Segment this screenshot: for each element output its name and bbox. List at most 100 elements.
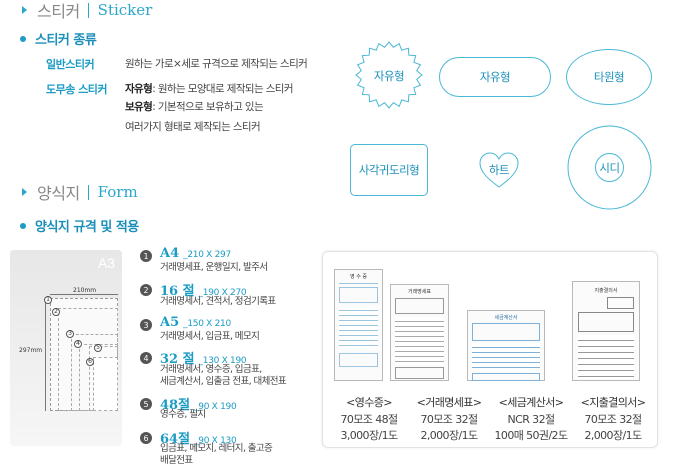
- free-term: 자유형: [125, 83, 153, 95]
- form-spec-qty: 100매 50권/2도: [494, 429, 569, 442]
- statement-form-image: 거래명세표: [390, 284, 449, 381]
- arrow-right-icon: [22, 188, 27, 196]
- size-use: 거래명세서, 영수증, 입금표,: [160, 364, 262, 375]
- a3-label: A3: [97, 255, 115, 271]
- size-num: 6: [140, 432, 152, 444]
- size-dim: 210 X 297: [187, 250, 231, 260]
- subtitle: 양식지 규격 및 적용: [35, 220, 139, 235]
- form-spec: 70모조 32절 2,000장/1도: [573, 412, 653, 444]
- form-caption: <지출결의서>: [580, 396, 646, 409]
- diagram-num-5: 5: [94, 344, 102, 352]
- heart-label: 하트: [488, 163, 510, 177]
- owned-desc-2: 여러가지 형태로 제작되는 스티커: [125, 121, 261, 133]
- oval-shape: 타원형: [566, 49, 652, 105]
- diagram-num-2: 2: [52, 308, 60, 316]
- form-spec-qty: 2,000장/1도: [420, 429, 478, 442]
- burst-shape: 자유형: [354, 40, 424, 110]
- form-caption: <세금계산서>: [498, 396, 564, 409]
- owned-desc: : 기본적으로 보유하고 있는: [152, 101, 263, 113]
- height-dimension-line: [45, 298, 46, 411]
- owned-term: 보유형: [125, 101, 153, 113]
- size-use: 세금계산서, 입출금 전표, 대체전표: [160, 376, 287, 387]
- form-spec-qty: 3,000장/1도: [340, 429, 398, 442]
- form-image-title: 지출결의서: [594, 288, 618, 294]
- size-use: 거래명세서, 견적서, 정검기록표: [160, 296, 276, 307]
- diagram-num-3: 3: [66, 330, 74, 338]
- form-section-header: 양식지 Form: [22, 180, 138, 204]
- general-sticker-desc: 원하는 가로×세로 규격으로 제작되는 스티커: [125, 58, 308, 70]
- form-image-title: 세금계산서: [494, 315, 518, 321]
- size-dim: 90 X 130: [198, 436, 237, 446]
- form-spec-paper: 70모조 32절: [584, 413, 642, 426]
- diagram-num-1: 1: [44, 296, 52, 304]
- size-use: 거래명세표, 운행일지, 발주서: [160, 262, 268, 273]
- size-dim: 90 X 190: [198, 402, 237, 412]
- form-spec-paper: 70모조 32절: [420, 413, 478, 426]
- height-label: 297mm: [19, 347, 43, 354]
- section-title-en: Sticker: [97, 1, 153, 19]
- cd-outline-icon: [567, 125, 652, 210]
- expense-form-image: 지출결의서: [572, 281, 640, 381]
- size-name: 16 절: [160, 284, 195, 299]
- paper-64: [93, 357, 118, 411]
- form-spec: NCR 32절 100매 50권/2도: [489, 412, 573, 444]
- size-num: 1: [140, 250, 152, 262]
- width-label: 210mm: [73, 287, 97, 294]
- diagram-num-4: 4: [74, 340, 82, 348]
- divider: [87, 2, 89, 18]
- size-dim: 190 X 270: [202, 288, 247, 298]
- domusong-owned-line: 보유형: 기본적으로 보유하고 있는: [125, 99, 264, 114]
- sticker-section-header: 스티커 Sticker: [22, 0, 152, 22]
- subtitle: 스티커 종류: [35, 33, 97, 48]
- size-dim: 130 X 190: [202, 356, 247, 366]
- size-use: 입금표, 메모지, 레터지, 출고증: [160, 443, 273, 454]
- section-title-ko: 양식지: [37, 184, 80, 203]
- divider: [87, 184, 89, 200]
- bullet-icon: [20, 222, 26, 229]
- size-num: 3: [140, 319, 152, 331]
- form-spec-heading: 양식지 규격 및 적용: [20, 216, 139, 235]
- domusong-free-line: 자유형: 원하는 모양대로 제작되는 스티커: [125, 81, 294, 96]
- width-dimension-line: [50, 294, 118, 295]
- domusong-sticker-label: 도무송 스티커: [46, 83, 108, 96]
- size-dim: 150 X 210: [187, 319, 231, 329]
- form-samples-panel: 영 수 증 거래명세표 세금계산서 지출결의서 <영수증> <거래명세표> <세…: [322, 251, 658, 448]
- free-desc: : 원하는 모양대로 제작되는 스티커: [152, 83, 293, 95]
- pill-shape: 자유형: [439, 57, 551, 97]
- size-num: 5: [140, 398, 152, 410]
- receipt-form-image: 영 수 증: [334, 269, 383, 381]
- cd-shape: 시디: [567, 125, 652, 210]
- burst-label: 자유형: [373, 69, 405, 83]
- sticker-types-heading: 스티커 종류: [20, 29, 97, 48]
- form-caption: <거래명세표>: [416, 396, 482, 409]
- arrow-right-icon: [22, 6, 27, 14]
- size-num: 2: [140, 284, 152, 296]
- tax-invoice-form-image: 세금계산서: [467, 310, 545, 381]
- section-title-en: Form: [97, 183, 138, 201]
- diagram-num-6: 6: [86, 358, 94, 366]
- form-image-title: 영 수 증: [350, 274, 367, 280]
- size-name: A4: [160, 246, 180, 261]
- size-name: A5: [160, 315, 180, 330]
- rounded-rect-shape: 사각귀도리형: [350, 144, 428, 196]
- general-sticker-label: 일반스티커: [46, 58, 95, 71]
- form-spec: 70모조 48절 3,000장/1도: [332, 412, 406, 444]
- burst-outline-icon: [355, 41, 423, 109]
- size-use: 배달전표: [160, 455, 193, 466]
- form-spec: 70모조 32절 2,000장/1도: [409, 412, 489, 444]
- size-use: 거래명세서, 입금표, 메모지: [160, 331, 260, 342]
- size-use: 영수증, 필지: [160, 409, 206, 420]
- cd-label: 시디: [599, 161, 620, 175]
- form-caption: <영수증>: [346, 396, 392, 409]
- paper-size-diagram: A3 210mm 297mm 1 2 3 4 5 6: [10, 250, 122, 446]
- size-name: 32 절: [160, 352, 195, 367]
- form-spec-paper: 70모조 48절: [340, 413, 398, 426]
- heart-outline-icon: [479, 152, 519, 188]
- form-image-title: 거래명세표: [407, 289, 431, 295]
- form-spec-qty: 2,000장/1도: [584, 429, 642, 442]
- size-name: 64절: [160, 432, 191, 447]
- heart-shape: 하트: [479, 152, 519, 190]
- size-num: 4: [140, 352, 152, 364]
- size-name: 48절: [160, 398, 191, 413]
- bullet-icon: [20, 35, 26, 42]
